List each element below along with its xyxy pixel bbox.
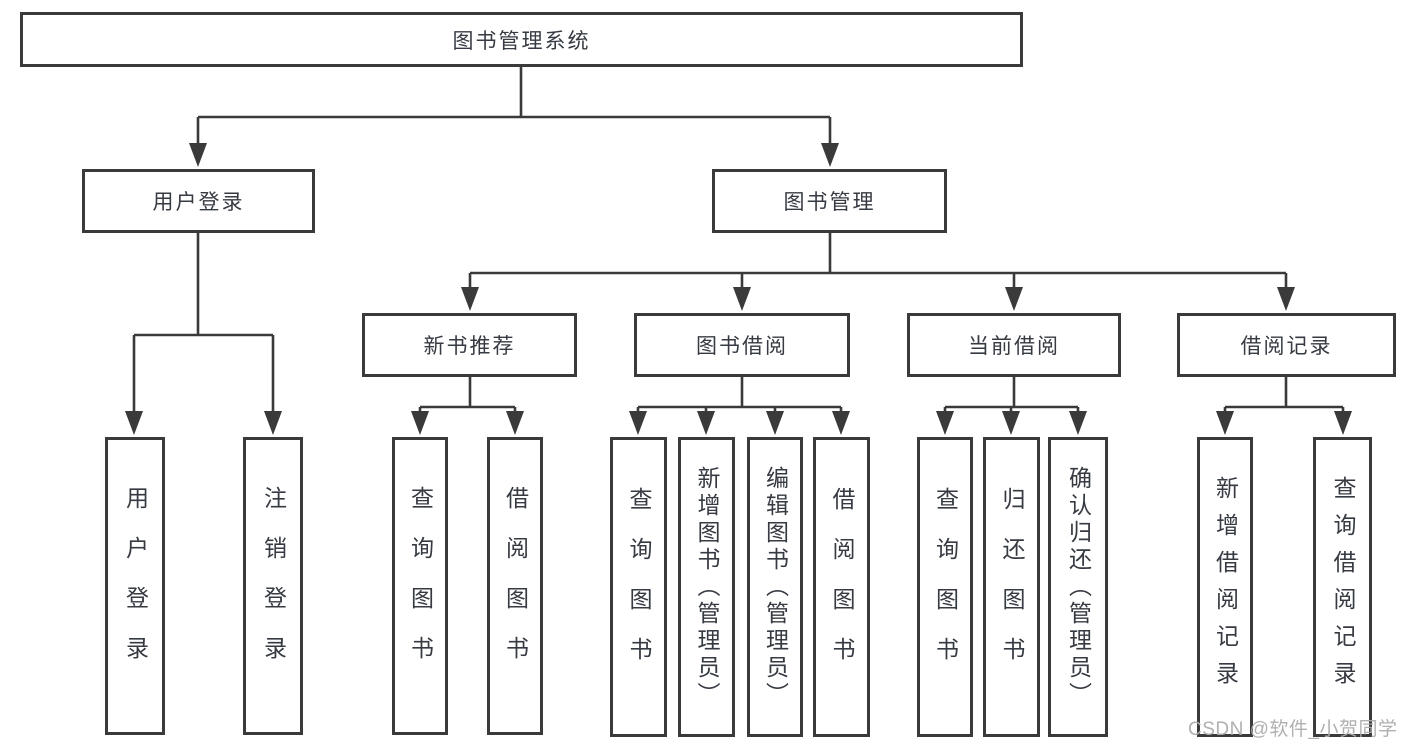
leaf-label: 借阅图书 <box>829 487 855 687</box>
leaf-label: 查询图书 <box>407 486 434 686</box>
node-new-book-recommend: 新书推荐 <box>362 313 577 377</box>
leaf-add-book-admin: 新增图书（管理员） <box>678 437 735 737</box>
node-label: 当前借阅 <box>968 335 1060 358</box>
leaf-confirm-return-admin: 确认归还（管理员） <box>1048 437 1108 737</box>
node-library-management-system: 图书管理系统 <box>20 12 1023 67</box>
leaf-label: 查询图书 <box>932 487 959 687</box>
leaf-label: 注销登录 <box>260 486 287 686</box>
leaf-query-borrow-record: 查询借阅记录 <box>1313 437 1372 737</box>
leaf-label: 查询图书 <box>626 487 652 687</box>
arrowhead-icons <box>125 143 1352 435</box>
leaf-borrow-books: 借阅图书 <box>487 437 543 735</box>
leaf-query-books: 查询图书 <box>610 437 667 737</box>
leaf-query-books: 查询图书 <box>392 437 448 735</box>
leaf-label: 用户登录 <box>122 486 149 686</box>
node-book-management: 图书管理 <box>712 169 947 233</box>
node-label: 用户登录 <box>152 191 245 214</box>
node-label: 图书借阅 <box>696 335 788 358</box>
leaf-edit-book-admin: 编辑图书（管理员） <box>747 437 803 737</box>
leaf-label: 新增图书（管理员） <box>694 465 720 709</box>
leaf-add-borrow-record: 新增借阅记录 <box>1197 437 1253 737</box>
node-book-borrow: 图书借阅 <box>634 313 850 377</box>
leaf-query-books: 查询图书 <box>917 437 973 737</box>
leaf-user-login: 用户登录 <box>105 437 165 735</box>
node-borrow-records: 借阅记录 <box>1177 313 1396 377</box>
leaf-label: 借阅图书 <box>502 486 529 686</box>
node-label: 借阅记录 <box>1240 335 1333 358</box>
leaf-label: 归还图书 <box>999 487 1025 687</box>
watermark: CSDN @软件_小贺同学 <box>1188 719 1398 740</box>
leaf-logout: 注销登录 <box>243 437 303 735</box>
leaf-label: 编辑图书（管理员） <box>762 465 789 709</box>
node-label: 图书管理 <box>783 191 876 214</box>
leaf-return-book: 归还图书 <box>983 437 1040 737</box>
leaf-label: 确认归还（管理员） <box>1065 465 1092 709</box>
node-label: 图书管理系统 <box>452 29 591 53</box>
node-current-borrow: 当前借阅 <box>907 313 1121 377</box>
leaf-borrow-books: 借阅图书 <box>813 437 870 737</box>
leaf-label: 新增借阅记录 <box>1212 476 1239 698</box>
leaf-label: 查询借阅记录 <box>1330 476 1356 698</box>
node-label: 新书推荐 <box>423 335 516 358</box>
node-user-login: 用户登录 <box>82 169 315 233</box>
